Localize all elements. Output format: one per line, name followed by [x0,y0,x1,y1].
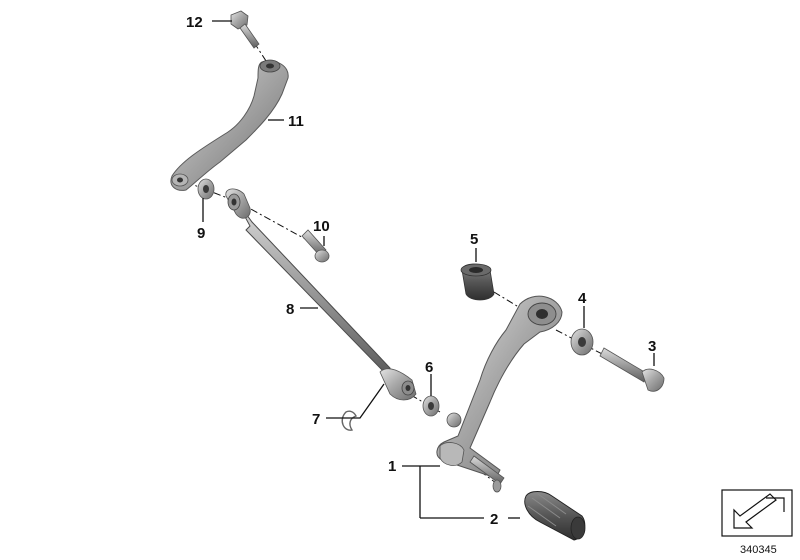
bolt-part-12 [230,10,260,49]
callout-7: 7 [312,411,320,428]
callout-5: 5 [470,231,478,248]
callout-9: 9 [197,225,205,242]
leader-lines [202,20,655,519]
callout-12: 12 [186,14,203,31]
footpeg-part-2 [524,491,586,541]
arrow-icon [733,493,785,529]
callout-11: 11 [288,113,304,130]
view-direction-box: 340345 [721,489,793,556]
bolt-part-3 [599,347,665,392]
shift-pedal-part-1 [436,295,563,493]
callouts: 1 2 3 4 5 6 7 8 9 10 11 12 [186,14,656,528]
callout-1: 1 [388,458,396,475]
callout-6: 6 [425,359,433,376]
callout-2: 2 [490,511,498,528]
shift-rod-part-8 [225,188,417,401]
diagram-code: 340345 [740,544,777,556]
callout-10: 10 [313,218,330,235]
assembly-axes [185,29,607,487]
bolt-part-10 [301,229,330,263]
washer-part-9 [197,178,215,200]
washer-part-6 [422,395,440,417]
washer-part-4 [570,328,594,356]
shift-lever-part-11 [170,59,289,191]
callout-4: 4 [578,290,587,307]
callout-8: 8 [286,301,294,318]
circlip-part-7 [341,410,357,431]
bushing-part-5 [460,263,495,301]
callout-3: 3 [648,338,656,355]
